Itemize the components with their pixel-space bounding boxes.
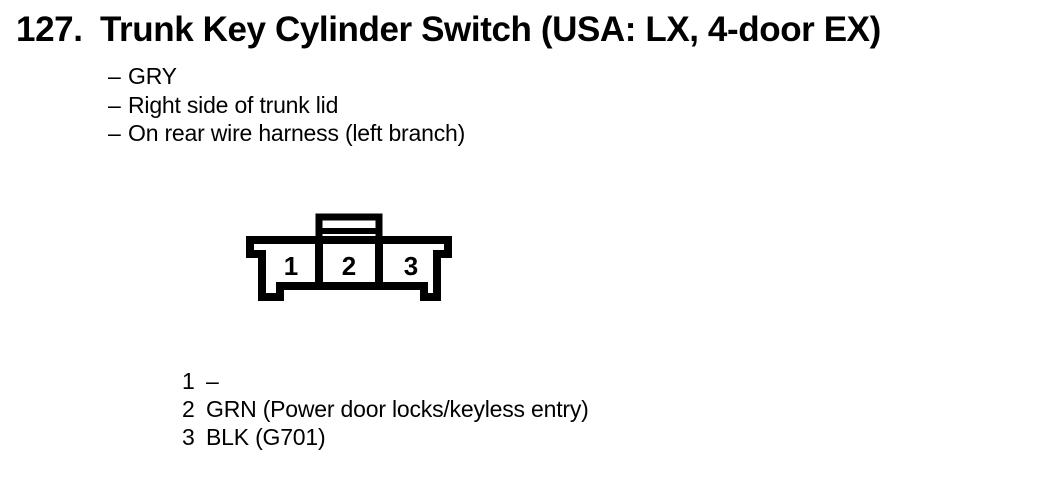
pin-legend: 1 – 2 GRN (Power door locks/keyless entr… — [182, 367, 589, 451]
page-title: Trunk Key Cylinder Switch (USA: LX, 4-do… — [100, 10, 881, 49]
note-row: – GRY — [108, 62, 465, 91]
location-notes: – GRY – Right side of trunk lid – On rea… — [108, 62, 465, 148]
note-dash: – — [108, 120, 121, 146]
note-text: GRY — [128, 63, 177, 89]
note-text: On rear wire harness (left branch) — [128, 120, 466, 146]
connector-diagram: 1 2 3 — [246, 213, 452, 301]
legend-row: 1 – — [182, 367, 589, 395]
pin-cell-label: 2 — [342, 251, 356, 281]
pin-cell-label: 3 — [404, 251, 418, 281]
legend-pin-number: 2 — [182, 396, 195, 422]
legend-row: 2 GRN (Power door locks/keyless entry) — [182, 395, 589, 423]
legend-wire-desc: BLK (G701) — [206, 424, 326, 450]
note-dash: – — [108, 91, 121, 118]
legend-pin-number: 1 — [182, 368, 195, 394]
legend-wire-desc: GRN (Power door locks/keyless entry) — [206, 396, 589, 422]
legend-pin-number: 3 — [182, 424, 195, 450]
note-row: – Right side of trunk lid — [108, 91, 465, 120]
section-heading: 127. Trunk Key Cylinder Switch (USA: LX,… — [16, 10, 881, 50]
note-row: – On rear wire harness (left branch) — [108, 119, 465, 148]
legend-row: 3 BLK (G701) — [182, 423, 589, 451]
connector-body — [246, 236, 452, 301]
pin-cell-label: 1 — [284, 251, 298, 281]
section-number: 127. — [16, 10, 83, 49]
legend-wire-desc: – — [206, 368, 219, 394]
note-dash: – — [108, 63, 121, 89]
note-text: Right side of trunk lid — [128, 91, 339, 118]
